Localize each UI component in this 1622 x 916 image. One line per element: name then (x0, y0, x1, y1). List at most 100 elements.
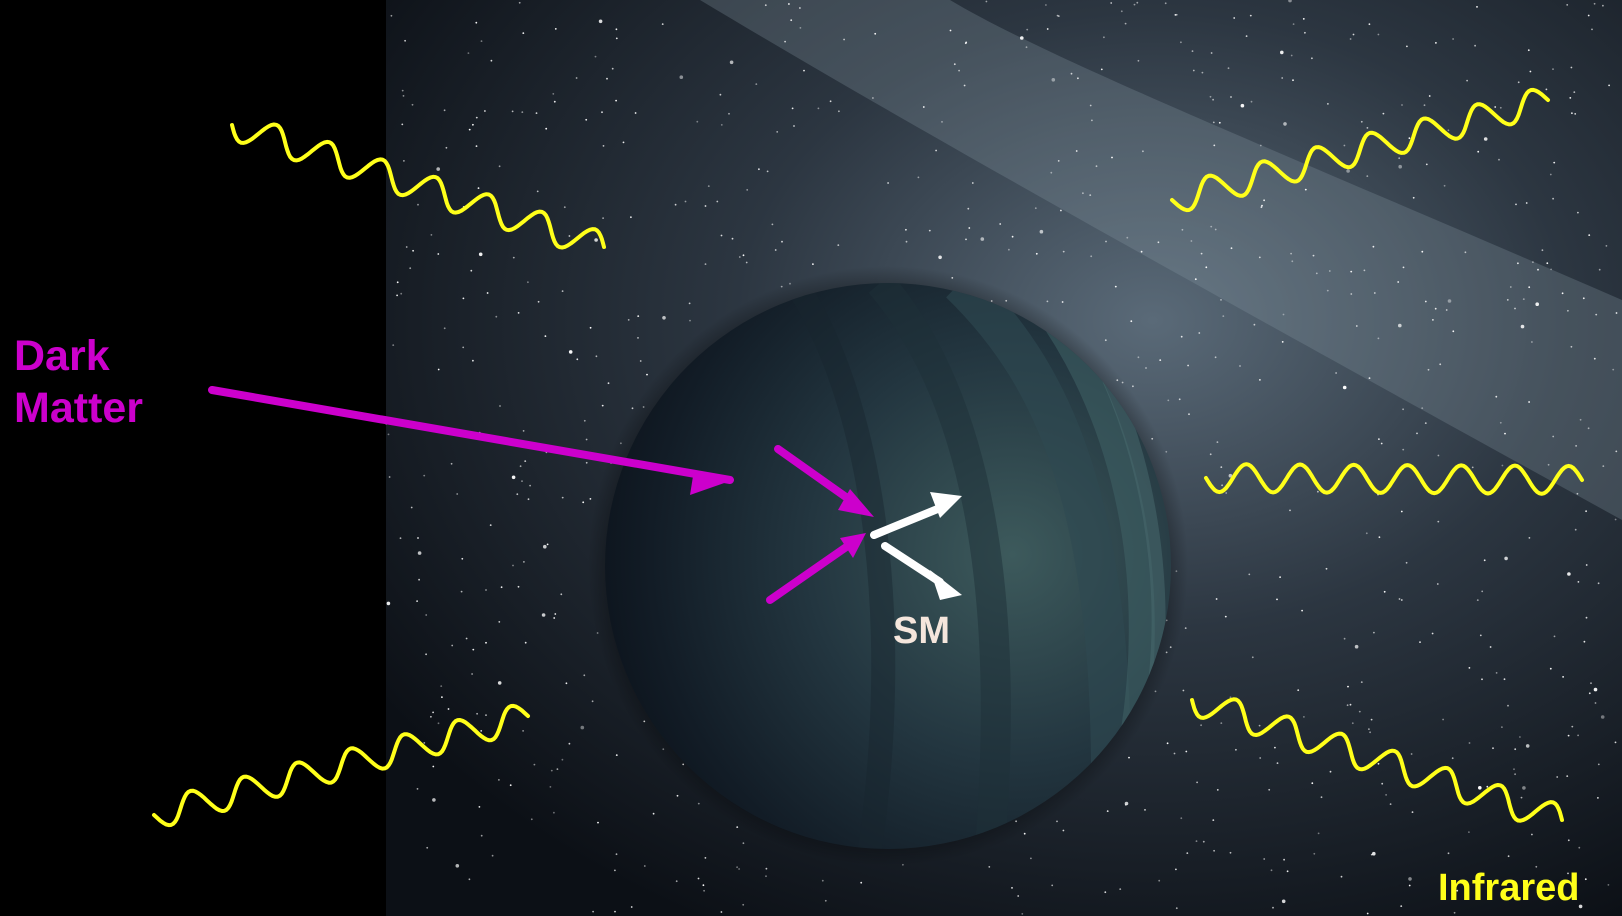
star (1567, 734, 1570, 737)
star (553, 811, 555, 814)
star (781, 240, 783, 243)
star (1111, 156, 1113, 159)
star (697, 802, 700, 805)
dark-matter-arrow-lower (766, 539, 856, 604)
star (1427, 368, 1430, 371)
star (1489, 646, 1492, 648)
star (1095, 165, 1098, 168)
star (423, 474, 426, 477)
star (1509, 286, 1512, 288)
star (742, 903, 745, 906)
star (1582, 297, 1585, 300)
star (543, 544, 547, 549)
star (1368, 728, 1370, 730)
star (1447, 299, 1452, 303)
sm-arrow-upper (870, 504, 944, 539)
star (824, 899, 827, 902)
star (432, 765, 435, 768)
star (1263, 199, 1265, 202)
star (1383, 590, 1386, 593)
star (1515, 203, 1517, 206)
star (524, 460, 527, 462)
star (546, 543, 549, 546)
star (1259, 144, 1262, 147)
star (553, 617, 556, 619)
star (1593, 687, 1598, 692)
infrared-label: Infrared (1438, 867, 1580, 909)
star (1180, 817, 1183, 820)
star (1483, 559, 1486, 562)
star (1602, 465, 1605, 467)
star (1588, 234, 1591, 237)
star (971, 182, 974, 184)
star (1566, 4, 1569, 6)
star (1428, 95, 1431, 97)
star (1495, 395, 1498, 398)
star (1017, 895, 1020, 897)
star (1535, 865, 1538, 868)
star (1114, 285, 1117, 288)
star (1552, 68, 1554, 70)
star (544, 335, 547, 337)
star (1578, 904, 1583, 909)
star (1304, 188, 1307, 191)
star (1320, 796, 1323, 799)
star (746, 189, 749, 191)
star (530, 818, 533, 821)
star (1477, 150, 1480, 153)
star (1056, 820, 1058, 823)
star (1588, 692, 1591, 695)
star (1389, 803, 1392, 805)
star (423, 742, 426, 744)
star (720, 911, 723, 913)
star (1164, 2, 1167, 5)
star (1008, 248, 1010, 251)
star (1311, 57, 1313, 60)
star (509, 784, 512, 787)
star (784, 40, 786, 43)
star (1517, 81, 1520, 84)
star (1425, 163, 1428, 166)
star (472, 123, 474, 126)
star (1297, 689, 1300, 692)
star (799, 7, 801, 9)
star (583, 674, 586, 677)
star (1347, 685, 1349, 688)
star (1212, 98, 1214, 101)
star (594, 55, 597, 58)
star (498, 621, 501, 623)
star (788, 3, 790, 5)
star (1593, 2, 1596, 5)
star (432, 798, 436, 802)
star (495, 315, 498, 318)
star (1290, 54, 1293, 57)
star (1522, 298, 1525, 300)
star (1372, 245, 1375, 248)
star (1346, 704, 1349, 707)
star (1220, 299, 1222, 301)
star (1196, 781, 1198, 784)
star (1057, 160, 1060, 162)
star (1614, 741, 1617, 744)
star (1304, 31, 1306, 34)
star (568, 350, 573, 354)
star (411, 103, 414, 106)
star (1494, 106, 1497, 108)
star (583, 419, 586, 422)
star (697, 877, 700, 880)
star (598, 19, 603, 24)
star (1567, 309, 1569, 312)
star (527, 498, 530, 501)
star (988, 866, 991, 868)
star (1136, 1, 1139, 4)
star (1180, 41, 1182, 44)
star (585, 461, 588, 464)
star (1549, 173, 1552, 176)
star (1144, 809, 1146, 811)
star (1215, 598, 1218, 600)
star (1218, 121, 1221, 124)
star (445, 146, 448, 149)
star (1210, 225, 1213, 228)
star (535, 112, 538, 114)
